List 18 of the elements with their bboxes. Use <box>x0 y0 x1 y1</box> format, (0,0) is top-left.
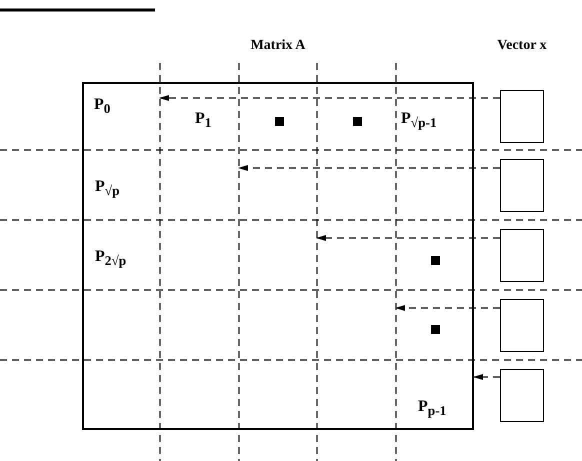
vector-block <box>500 369 544 422</box>
vector-block <box>500 90 544 143</box>
arrow <box>238 165 500 171</box>
column-heading: Vector x <box>496 38 548 54</box>
arrow <box>473 374 500 380</box>
vector-block <box>500 229 544 282</box>
vector-block <box>500 159 544 212</box>
arrow <box>395 305 500 311</box>
processor-label: P$_{1}$ <box>195 110 212 132</box>
processor-label: P$_{√p-1}$ <box>401 110 437 132</box>
arrow <box>316 235 500 241</box>
arrow <box>159 95 500 101</box>
vector-block <box>500 299 544 352</box>
processor-label: P$_{0}$ <box>94 96 110 118</box>
processor-label: P$_{p-1}$ <box>418 398 446 420</box>
matrix-title: Matrix A <box>250 38 306 54</box>
processor-label: P$_{2√p}$ <box>95 248 126 270</box>
processor-label: P$_{√p}$ <box>95 178 120 200</box>
